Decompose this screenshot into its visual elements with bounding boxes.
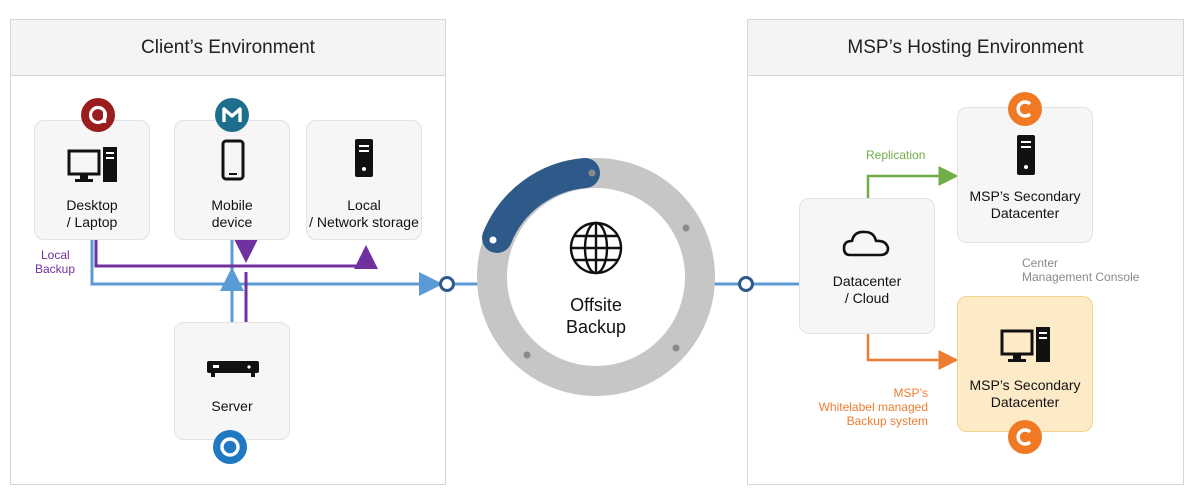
storage-card: Local / Network storage <box>306 120 422 240</box>
secondary-bottom-label-line1: MSP’s Secondary <box>969 377 1081 393</box>
server-icon <box>207 361 259 377</box>
datacenter-label-line1: Datacenter <box>832 273 902 289</box>
secondary-bottom-console-badge <box>1008 420 1042 454</box>
storage-icon <box>355 139 373 177</box>
mobile-agent-badge <box>215 98 249 132</box>
storage-label-line1: Local <box>347 197 381 213</box>
client-environment-title: Client’s Environment <box>11 20 445 76</box>
desktop-card: Desktop / Laptop <box>34 120 150 240</box>
mobile-label-line2: device <box>211 214 253 230</box>
whitelabel-label: MSP’s Whitelabel managed Backup system <box>818 386 928 428</box>
msp-environment-title: MSP’s Hosting Environment <box>748 20 1183 76</box>
secondary-bottom-label-line2: Datacenter <box>990 394 1060 410</box>
replication-label: Replication <box>866 148 926 162</box>
center-console-label: Center Management Console <box>1022 256 1140 284</box>
server-agent-badge <box>213 430 247 464</box>
desktop-label-line1: Desktop <box>66 197 118 213</box>
datacenter-label-line2: / Cloud <box>844 290 890 306</box>
msp-connector-node <box>738 276 754 292</box>
mobile-label-line1: Mobile <box>211 197 253 213</box>
client-connector-node <box>439 276 455 292</box>
storage-label-line2: / Network storage <box>309 214 419 230</box>
replication-path <box>866 166 959 198</box>
local-backup-label: Local Backup <box>35 248 76 276</box>
storage-icon <box>1017 135 1035 175</box>
secondary-datacenter-top-card: MSP’s Secondary Datacenter <box>957 107 1093 243</box>
server-card: Server <box>174 322 290 440</box>
datacenter-card: Datacenter / Cloud <box>799 198 935 334</box>
secondary-top-label-line1: MSP’s Secondary <box>969 188 1081 204</box>
secondary-top-console-badge <box>1008 92 1042 126</box>
whitelabel-path <box>866 334 959 370</box>
globe-icon <box>569 221 623 275</box>
mobile-icon <box>221 139 245 181</box>
local-backup-path <box>94 239 378 322</box>
secondary-datacenter-bottom-card: MSP’s Secondary Datacenter <box>957 296 1093 432</box>
server-label: Server <box>211 398 253 414</box>
desktop-agent-badge <box>81 98 115 132</box>
secondary-top-label-line2: Datacenter <box>990 205 1060 221</box>
desktop-label-line2: / Laptop <box>66 214 118 230</box>
desktop-icon <box>1000 327 1050 362</box>
offsite-backup-label: Offsite Backup <box>565 295 627 337</box>
mobile-card: Mobile device <box>174 120 290 240</box>
desktop-icon <box>67 147 117 182</box>
cloud-icon <box>842 230 890 257</box>
